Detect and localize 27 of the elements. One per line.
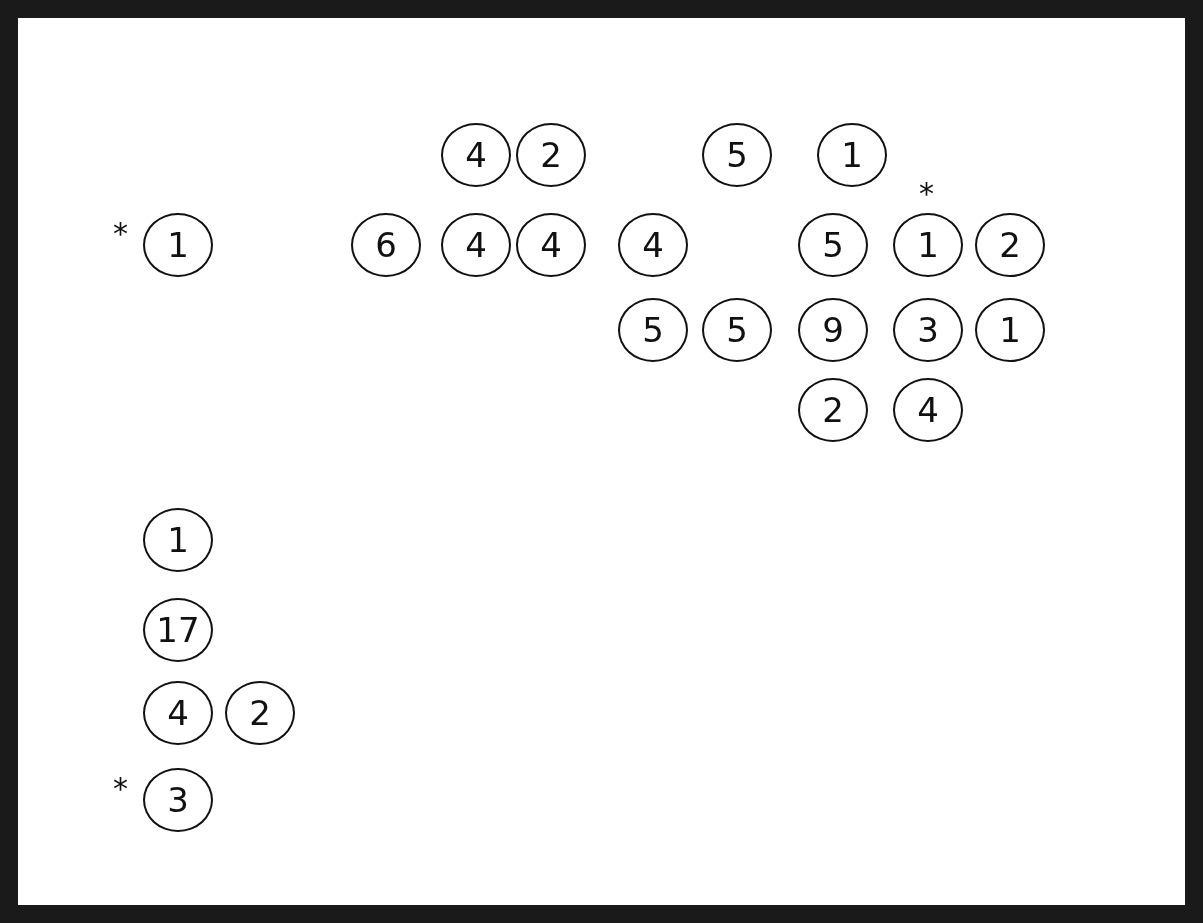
number-circle: 2 xyxy=(798,378,868,442)
number-circle: 6 xyxy=(351,213,421,277)
number-circle: 3 xyxy=(893,298,963,362)
number-circle: 5 xyxy=(702,298,772,362)
number-circle: 5 xyxy=(618,298,688,362)
asterisk-mark: * xyxy=(113,774,128,804)
number-circle: 4 xyxy=(618,213,688,277)
number-circle: 9 xyxy=(798,298,868,362)
asterisk-mark: * xyxy=(919,179,934,209)
number-circle: 4 xyxy=(441,123,511,187)
number-circle: 5 xyxy=(798,213,868,277)
number-circle: 4 xyxy=(893,378,963,442)
number-circle: 1 xyxy=(893,213,963,277)
number-circle: 4 xyxy=(143,681,213,745)
number-circle: 5 xyxy=(702,123,772,187)
number-circle: 2 xyxy=(975,213,1045,277)
number-circle: 3 xyxy=(143,768,213,832)
asterisk-mark: * xyxy=(113,219,128,249)
number-circle: 4 xyxy=(516,213,586,277)
number-circle: 1 xyxy=(817,123,887,187)
number-circle: 17 xyxy=(143,598,213,662)
number-circle: 2 xyxy=(516,123,586,187)
number-circle: 1 xyxy=(975,298,1045,362)
number-circle: 2 xyxy=(225,681,295,745)
number-circle: 1 xyxy=(143,213,213,277)
number-circle: 1 xyxy=(143,508,213,572)
number-circle: 4 xyxy=(441,213,511,277)
